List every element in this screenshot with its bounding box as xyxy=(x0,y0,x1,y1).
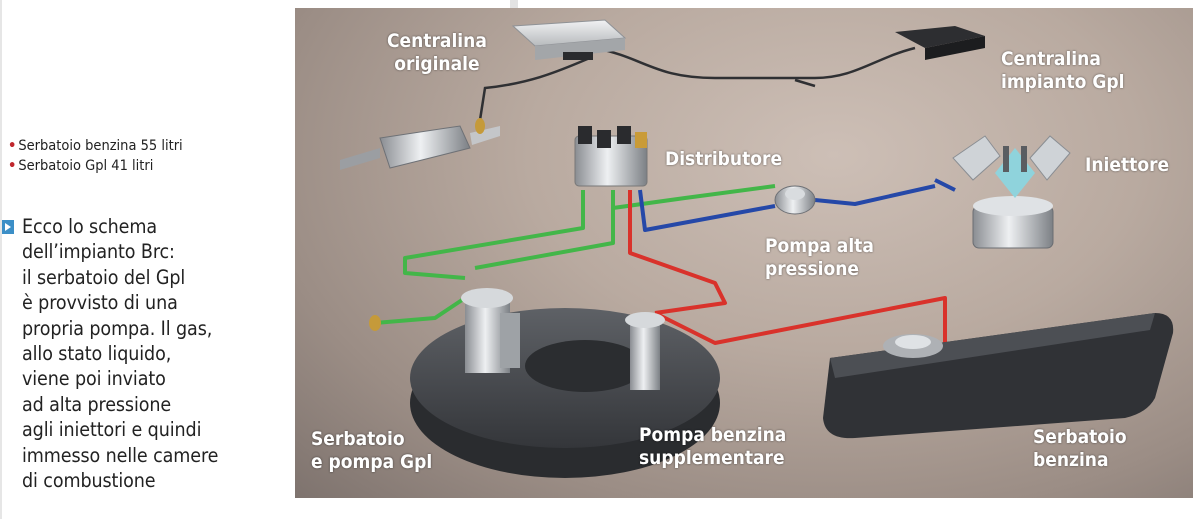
distributor-block xyxy=(574,126,648,187)
column-divider xyxy=(0,0,2,519)
label-serbatoio-benzina: Serbatoio benzina xyxy=(1033,426,1127,471)
lpg-ecu xyxy=(895,26,985,60)
bullet-icon: • xyxy=(8,138,17,154)
bullet-icon: • xyxy=(8,158,17,174)
lpg-system-diagram: Centralina originale Centralina impianto… xyxy=(295,8,1193,498)
high-pressure-pipes xyxy=(638,184,936,232)
spec-item: •Serbatoio benzina 55 litri xyxy=(8,138,183,154)
diagram-artwork xyxy=(340,19,1174,478)
label-centralina-gpl: Centralina impianto Gpl xyxy=(1001,48,1125,93)
divider-bar xyxy=(510,0,518,12)
fuel-tank xyxy=(823,313,1174,439)
label-serbatoio-pompa-gpl: Serbatoio e pompa Gpl xyxy=(311,428,433,473)
high-pressure-pump xyxy=(774,185,816,215)
text-column: •Serbatoio benzina 55 litri •Serbatoio G… xyxy=(0,0,250,519)
lpg-pipes xyxy=(374,184,776,325)
lpg-toroidal-tank xyxy=(369,288,720,478)
label-distributore: Distributore xyxy=(665,148,783,170)
label-pompa-alta-pressione: Pompa alta pressione xyxy=(765,235,874,280)
label-iniettore: Iniettore xyxy=(1085,154,1170,176)
caption-text: Ecco lo schema dell’impianto Brc: il ser… xyxy=(22,215,219,493)
original-ecu xyxy=(511,19,627,60)
wiring-harness xyxy=(478,46,916,121)
catalytic-converter xyxy=(340,118,500,170)
play-arrow-icon xyxy=(2,220,14,234)
spec-item: •Serbatoio Gpl 41 litri xyxy=(8,158,154,174)
label-pompa-benzina: Pompa benzina supplementare xyxy=(639,424,787,469)
label-centralina-originale: Centralina originale xyxy=(387,30,487,75)
spec-list: •Serbatoio benzina 55 litri •Serbatoio G… xyxy=(8,136,183,176)
engine-injector xyxy=(934,135,1071,249)
